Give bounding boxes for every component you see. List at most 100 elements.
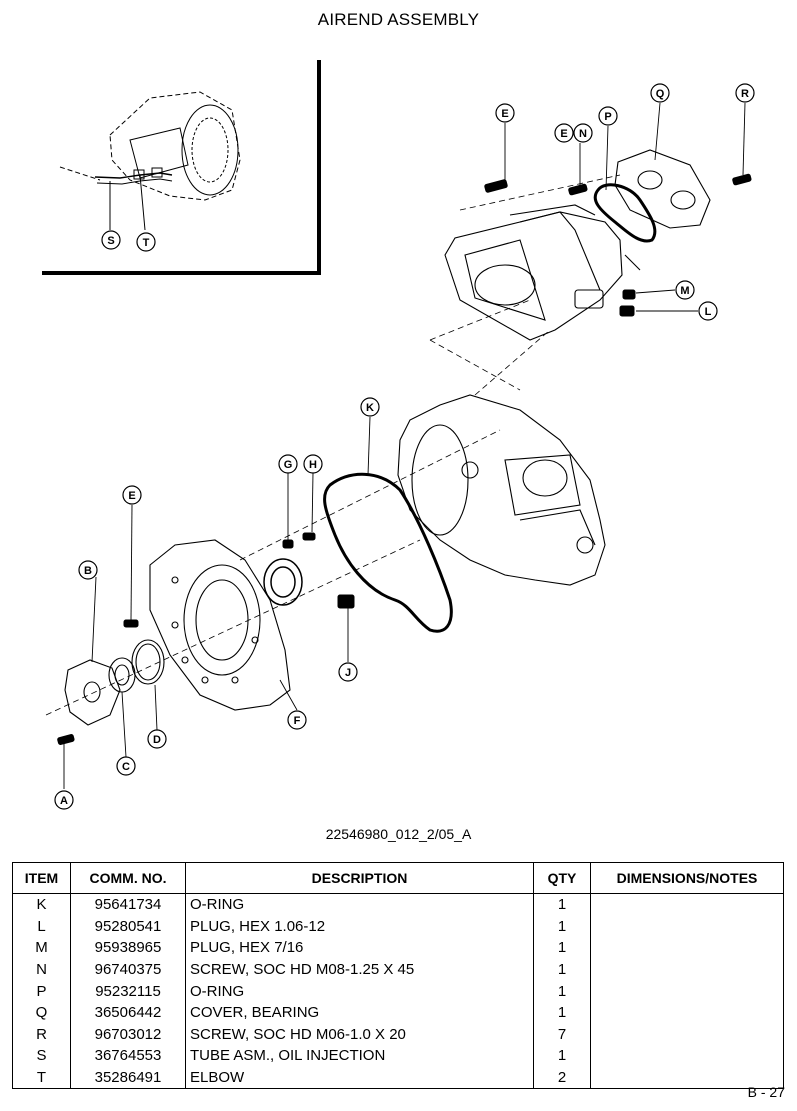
callout-n: N [573,123,593,143]
cell-notes [590,893,784,916]
header-notes: DIMENSIONS/NOTES [590,862,784,894]
svg-text:C: C [122,761,130,773]
table-header-row: ITEM COMM. NO. DESCRIPTION QTY DIMENSION… [12,862,784,894]
cell-item: P [12,980,71,1002]
cell-comm-no: 95280541 [70,915,186,938]
svg-text:P: P [604,111,611,123]
cell-item: N [12,958,71,981]
bearing-cover [614,149,711,229]
table-row: T 35286491 ELBOW 2 [12,1066,784,1090]
header-comm-no: COMM. NO. [70,862,186,894]
callout-t: T [136,232,156,252]
cell-description: SCREW, SOC HD M08-1.25 X 45 [185,958,534,981]
svg-text:A: A [60,795,68,807]
assembly-center-lines [45,174,621,716]
table-row: R 96703012 SCREW, SOC HD M06-1.0 X 20 7 [12,1023,784,1046]
cell-description: ELBOW [185,1066,534,1090]
callout-h: H [303,454,323,474]
parts-list-table: ITEM COMM. NO. DESCRIPTION QTY DIMENSION… [12,862,784,1090]
o-ring-p [593,183,657,243]
flange-plate [149,539,291,711]
cell-qty: 1 [533,980,591,1002]
header-description: DESCRIPTION [185,862,534,894]
cell-notes [590,1066,784,1090]
svg-text:E: E [128,490,135,502]
callout-a: A [54,790,74,810]
table-row: L 95280541 PLUG, HEX 1.06-12 1 [12,915,784,938]
svg-text:J: J [345,667,351,679]
cell-notes [590,1045,784,1067]
cell-qty: 1 [533,958,591,981]
inset-airend-sketch [59,91,241,231]
svg-text:K: K [366,402,374,414]
cell-description: O-RING [185,893,534,916]
svg-text:Q: Q [656,88,665,100]
cell-item: Q [12,1001,71,1024]
callout-e-adjacent: E [554,123,574,143]
svg-text:R: R [741,88,749,100]
cell-description: O-RING [185,980,534,1002]
callout-g: G [278,454,298,474]
drawing-number: 22546980_012_2/05_A [325,826,472,842]
cell-qty: 1 [533,915,591,938]
header-item: ITEM [12,862,71,894]
page-title: AIREND ASSEMBLY [317,10,480,29]
svg-text:N: N [579,128,587,140]
cell-comm-no: 95938965 [70,937,186,959]
bearing [263,558,303,606]
cell-item: R [12,1023,71,1046]
fasteners [57,173,752,746]
cell-qty: 1 [533,1045,591,1067]
callout-e-lower: E [122,485,142,505]
callout-labels: A B C D E E F G H J K L M N E P Q R S T [54,83,755,810]
callout-j: J [338,662,358,682]
cell-notes [590,958,784,981]
callout-d: D [147,729,167,749]
callout-c: C [116,756,136,776]
cell-description: PLUG, HEX 1.06-12 [185,915,534,938]
header-qty: QTY [533,862,591,894]
cell-description: TUBE ASM., OIL INJECTION [185,1045,534,1067]
table-row: K 95641734 O-RING 1 [12,893,784,916]
svg-text:E: E [501,108,508,120]
callout-k: K [360,397,380,417]
cell-comm-no: 36764553 [70,1045,186,1067]
cell-comm-no: 95641734 [70,893,186,916]
cell-item: K [12,893,71,916]
table-row: Q 36506442 COVER, BEARING 1 [12,1001,784,1024]
cell-comm-no: 96703012 [70,1023,186,1046]
svg-text:D: D [153,734,161,746]
cell-notes [590,937,784,959]
cell-description: SCREW, SOC HD M06-1.0 X 20 [185,1023,534,1046]
cell-qty: 7 [533,1023,591,1046]
svg-text:E: E [560,128,567,140]
cell-description: PLUG, HEX 7/16 [185,937,534,959]
cell-qty: 1 [533,893,591,916]
cell-notes [590,1023,784,1046]
exploded-view-diagram: A B C D E E F G H J K L M N E P Q R S T [42,60,755,810]
page-number: B - 27 [747,1084,785,1100]
cell-comm-no: 36506442 [70,1001,186,1024]
svg-text:F: F [294,715,301,727]
cell-comm-no: 96740375 [70,958,186,981]
cell-qty: 2 [533,1066,591,1090]
cell-notes [590,1001,784,1024]
callout-l: L [698,301,718,321]
o-ring-k [323,472,453,633]
leader-lines [63,102,746,789]
cell-notes [590,915,784,938]
callout-p: P [598,106,618,126]
cell-item: M [12,937,71,959]
cell-item: S [12,1045,71,1067]
callout-s: S [101,230,121,250]
cell-item: T [12,1066,71,1090]
table-row: P 95232115 O-RING 1 [12,980,784,1002]
callout-f: F [287,710,307,730]
cell-item: L [12,915,71,938]
svg-text:M: M [680,285,689,297]
main-housing [397,394,606,586]
table-row: S 36764553 TUBE ASM., OIL INJECTION 1 [12,1045,784,1067]
svg-text:S: S [107,235,114,247]
cell-qty: 1 [533,1001,591,1024]
table-row: M 95938965 PLUG, HEX 7/16 1 [12,937,784,959]
